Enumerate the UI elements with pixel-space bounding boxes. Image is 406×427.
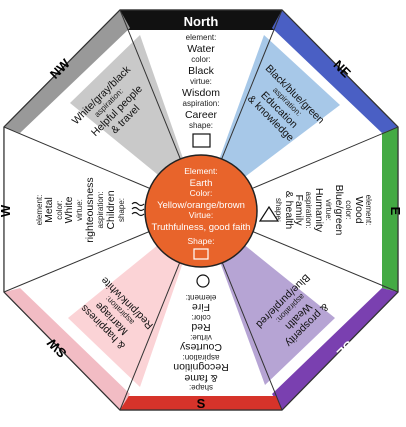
south-band [120, 396, 282, 410]
north-color: Black [188, 65, 214, 77]
ne-band [272, 10, 398, 133]
south-aspiration-1: Recognition [173, 361, 229, 373]
se-band [272, 288, 398, 410]
south-element: Fire [192, 301, 210, 313]
octagon-outline [3, 9, 399, 411]
north-element-label: element: [186, 33, 217, 42]
east-color: Blue/green [333, 185, 345, 236]
west-sector: element: Metal color: White virtue: righ… [35, 177, 126, 242]
center-element: Earth [190, 178, 213, 189]
center-element-label: Element: [184, 166, 218, 176]
west-color: White [63, 196, 75, 223]
east-aspiration-label: aspiration: [304, 192, 313, 229]
east-virtue: Humanity [313, 188, 325, 233]
direction-north: North [184, 14, 219, 29]
west-aspiration-label: aspiration: [96, 192, 105, 229]
south-color: Red [191, 321, 210, 333]
east-aspiration-2: & health [283, 191, 295, 230]
west-shape-label: shape: [117, 198, 126, 222]
south-virtue-label: virtue: [190, 333, 212, 342]
east-element-label: element: [364, 195, 373, 226]
northwest-sector: White/gray/black aspiration: Helpful peo… [70, 63, 145, 139]
east-band [382, 127, 398, 292]
center-circle [144, 154, 258, 268]
nw-band [4, 10, 130, 133]
direction-east: E [388, 207, 403, 216]
south-virtue: Courtesy [179, 341, 222, 353]
east-element: Wood [353, 196, 365, 223]
north-sector: element: Water color: Black virtue: Wisd… [182, 33, 220, 148]
center-shape-label: Shape: [188, 236, 215, 246]
west-band [4, 127, 20, 292]
east-color-label: color: [344, 200, 353, 220]
west-element: Metal [43, 197, 55, 223]
south-aspiration-2: & fame [184, 372, 217, 384]
east-aspiration-1: Family [293, 195, 305, 227]
east-virtue-label: virtue: [324, 199, 333, 221]
west-element-label: element: [35, 195, 44, 226]
north-virtue-label: virtue: [190, 77, 212, 86]
waves-shape-icon [131, 201, 145, 217]
circle-shape-icon [196, 274, 210, 288]
north-element: Water [187, 43, 215, 55]
south-aspiration-label: aspiration: [183, 353, 220, 362]
square-shape-icon [192, 133, 211, 148]
sw-band [4, 288, 130, 410]
center-virtue-label: Virtue: [189, 210, 213, 220]
center-color: Yellow/orange/brown [157, 200, 245, 211]
west-virtue-label: virtue: [75, 199, 84, 221]
south-element-label: element: [186, 293, 217, 302]
south-shape-label: shape: [189, 383, 213, 392]
direction-south: S [197, 396, 206, 411]
triangle-shape-icon [258, 205, 280, 222]
north-shape-label: shape: [189, 121, 213, 130]
center-color-label: Color: [190, 188, 213, 198]
center-virtue: Truthfulness, good faith [152, 222, 251, 233]
west-aspiration: Children [105, 190, 117, 229]
north-color-label: color: [191, 55, 211, 64]
north-aspiration-label: aspiration: [183, 99, 220, 108]
west-virtue: righteousness [84, 177, 96, 242]
center-square-shape-icon [193, 248, 209, 260]
north-aspiration: Career [185, 109, 218, 121]
west-color-label: color: [55, 200, 64, 220]
direction-west: W [0, 204, 13, 217]
north-band [120, 10, 282, 30]
east-shape-label: shape: [274, 198, 283, 222]
south-color-label: color: [191, 313, 211, 322]
south-sector: shape: & fame Recognition aspiration: Co… [173, 293, 229, 392]
east-sector: element: Wood color: Blue/green virtue: … [274, 185, 373, 236]
north-virtue: Wisdom [182, 87, 220, 99]
